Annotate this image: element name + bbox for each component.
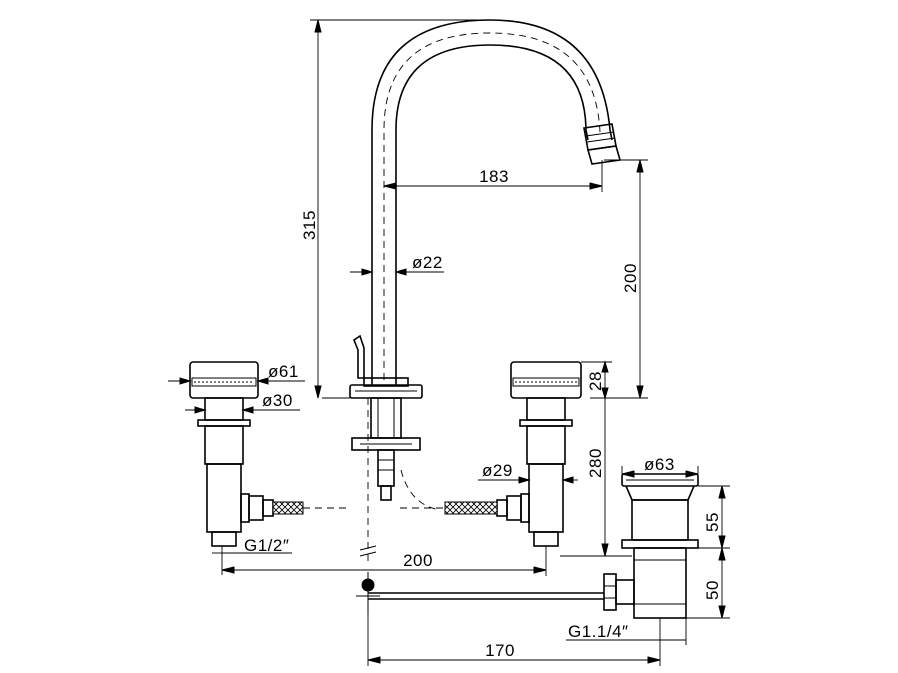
label-spout-height: 315	[300, 210, 319, 240]
spout-aerator	[583, 123, 622, 165]
label-body-diameter: ø29	[482, 461, 513, 480]
label-handle-height: 28	[586, 371, 605, 391]
label-waste-upper-height: 55	[703, 512, 722, 532]
label-handle-spacing: 200	[403, 551, 433, 570]
label-waste-offset: 170	[485, 641, 515, 660]
right-hose	[400, 493, 530, 523]
spout	[371, 19, 622, 385]
right-handle	[400, 361, 582, 547]
pop-up-waste	[603, 473, 699, 619]
spout-fixing	[351, 397, 441, 565]
label-waste-thread: G1.1/4″	[568, 622, 629, 641]
label-shank-length: 280	[586, 448, 605, 478]
dimension-labels: 315 183 200 ø22 ø61 ø30 28 280 ø29 G1/2″…	[244, 167, 722, 660]
label-waste-lower-height: 50	[703, 580, 722, 600]
label-inlet-thread: G1/2″	[244, 536, 289, 555]
label-waste-diameter: ø63	[644, 455, 675, 474]
label-collar-diameter: ø30	[262, 391, 293, 410]
pop-up-lever	[353, 334, 365, 379]
label-spout-drop: 200	[621, 263, 640, 293]
label-spout-diameter: ø22	[412, 253, 443, 272]
waste-linkage-nut	[603, 573, 635, 611]
label-spout-reach: 183	[479, 167, 509, 186]
left-handle	[189, 361, 350, 547]
pull-rod	[356, 545, 604, 612]
left-hose	[240, 493, 350, 523]
dimension-lines	[168, 19, 730, 666]
label-handle-diameter: ø61	[268, 362, 299, 381]
